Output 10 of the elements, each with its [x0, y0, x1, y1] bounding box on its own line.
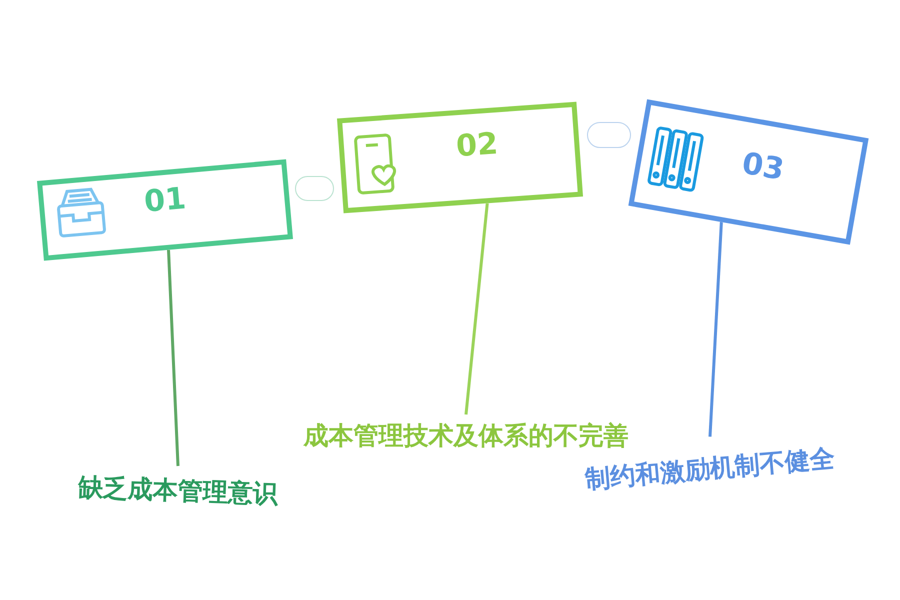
step-number: 02 — [455, 126, 500, 164]
item-label: 缺乏成本管理意识 — [77, 470, 279, 510]
capsule-link — [587, 122, 631, 148]
step-number: 03 — [739, 146, 787, 188]
item-label: 成本管理技术及体系的不完善 — [304, 418, 628, 452]
stick-line — [167, 250, 180, 466]
stick-line — [464, 203, 489, 415]
capsule-link — [295, 176, 334, 201]
step-number: 01 — [142, 181, 188, 220]
stick-line — [708, 222, 723, 437]
